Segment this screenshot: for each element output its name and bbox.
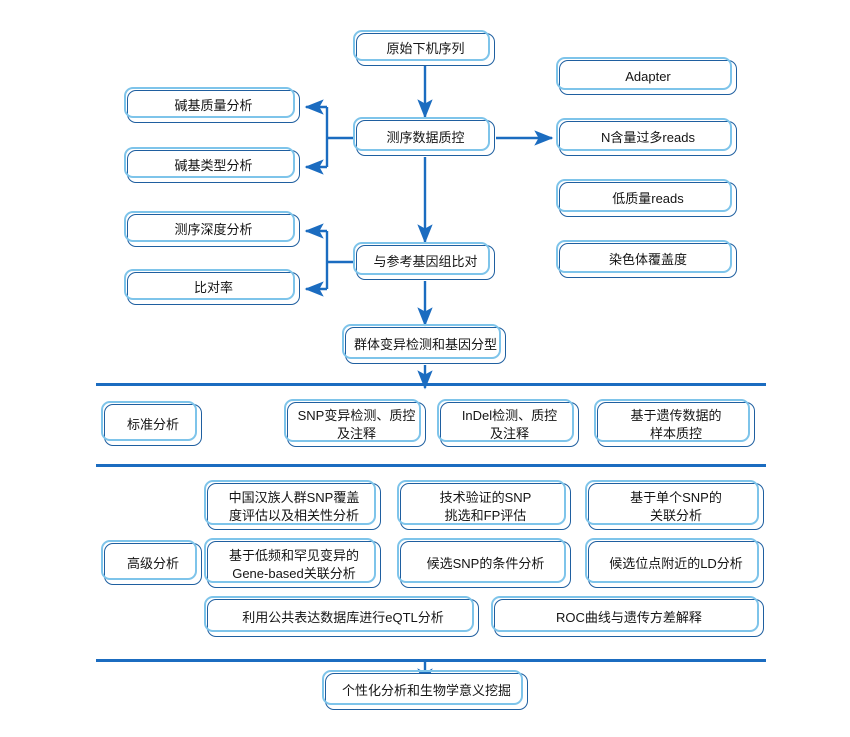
node-snp-calling-qc-annotation: SNP变异检测、质控 及注释 <box>284 399 426 447</box>
node-base-quality-analysis: 碱基质量分析 <box>124 87 300 123</box>
node-reference-alignment: 与参考基因组比对 <box>353 242 495 280</box>
node-adapter: Adapter <box>556 57 737 95</box>
node-chromosome-coverage: 染色体覆盖度 <box>556 240 737 278</box>
node-variant-calling: 群体变异检测和基因分型 <box>342 324 506 364</box>
node-raw-sequence: 原始下机序列 <box>353 30 495 66</box>
node-single-snp-association: 基于单个SNP的 关联分析 <box>585 480 764 530</box>
node-indel-calling-qc-annotation: InDel检测、质控 及注释 <box>437 399 579 447</box>
label-standard-analysis: 标准分析 <box>101 401 202 446</box>
node-low-quality-reads: 低质量reads <box>556 179 737 217</box>
node-validated-snp-selection-fp: 技术验证的SNP 挑选和FP评估 <box>397 480 571 530</box>
node-public-expression-eqtl-analysis: 利用公共表达数据库进行eQTL分析 <box>204 596 479 637</box>
node-roc-genetic-variance-explained: ROC曲线与遗传方差解释 <box>491 596 764 637</box>
label-advanced-analysis: 高级分析 <box>101 540 202 585</box>
node-sequencing-depth-analysis: 测序深度分析 <box>124 211 300 247</box>
node-han-chinese-snp-coverage: 中国汉族人群SNP覆盖 度评估以及相关性分析 <box>204 480 381 530</box>
node-base-type-analysis: 碱基类型分析 <box>124 147 300 183</box>
node-genetic-data-sample-qc: 基于遗传数据的 样本质控 <box>594 399 755 447</box>
node-personalized-analysis: 个性化分析和生物学意义挖掘 <box>322 670 528 710</box>
divider-standard-top <box>96 383 766 386</box>
node-candidate-snp-conditional-analysis: 候选SNP的条件分析 <box>397 538 571 588</box>
node-mapping-rate: 比对率 <box>124 269 300 305</box>
divider-advanced-bottom <box>96 659 766 662</box>
divider-standard-bottom <box>96 464 766 467</box>
node-candidate-locus-ld-analysis: 候选位点附近的LD分析 <box>585 538 764 588</box>
node-high-n-reads: N含量过多reads <box>556 118 737 156</box>
node-gene-based-rare-variant-association: 基于低频和罕见变异的 Gene-based关联分析 <box>204 538 381 588</box>
node-sequencing-qc: 测序数据质控 <box>353 117 495 156</box>
